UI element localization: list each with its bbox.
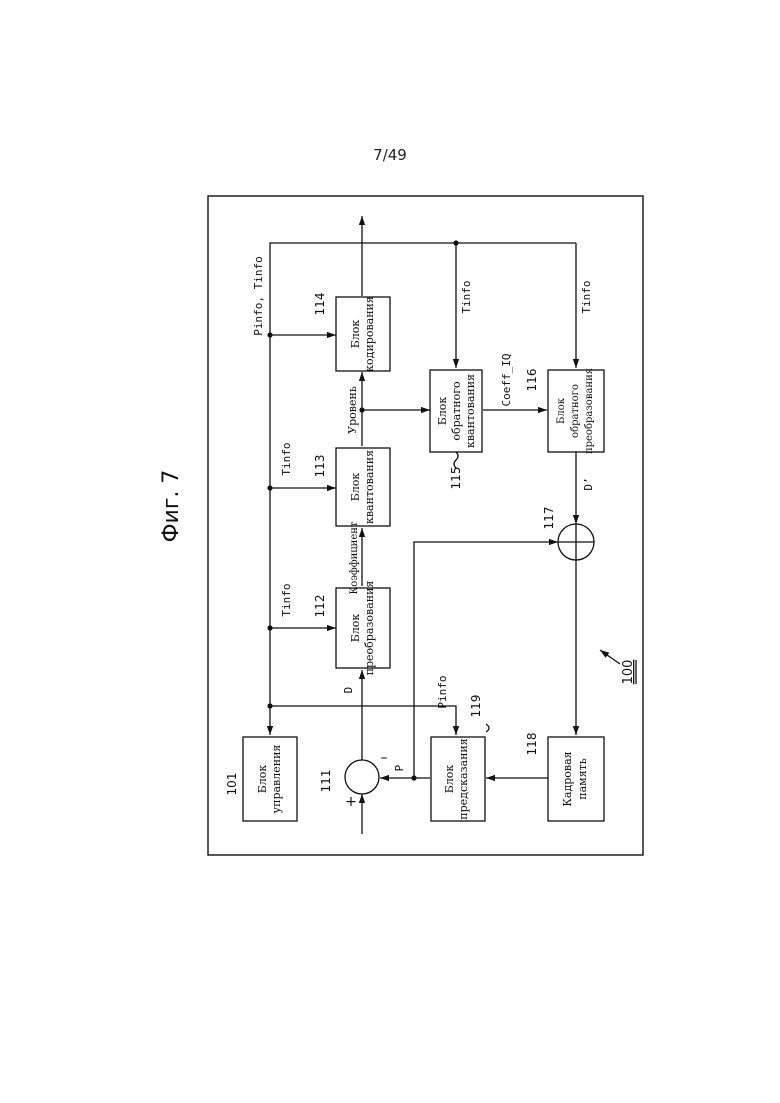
pinfo-119-line (270, 706, 456, 735)
ref-118: 118 (525, 733, 539, 756)
label-tinfo-116: Tinfo (580, 280, 593, 313)
svg-text:квантования: квантования (363, 450, 376, 524)
figure-title: Фиг. 7 (159, 470, 184, 543)
ref-116: 116 (525, 369, 539, 392)
block-prediction-119: Блок предсказания 119 (431, 695, 489, 821)
label-tinfo-115: Tinfo (460, 280, 473, 313)
ref-119: 119 (469, 695, 483, 718)
svg-text:предсказания: предсказания (457, 738, 470, 819)
svg-text:100: 100 (621, 660, 636, 685)
svg-text:обратного: обратного (570, 384, 581, 438)
svg-text:Блок: Блок (349, 614, 362, 643)
label-d-prime: D’ (582, 477, 595, 490)
svg-text:Блок: Блок (349, 320, 362, 349)
svg-text:квантования: квантования (464, 374, 477, 448)
ref-115: 115 (449, 467, 463, 490)
ref-117: 117 (542, 507, 556, 530)
label-pinfo-tinfo: Pinfo, Tinfo (252, 256, 265, 335)
svg-text:обратного: обратного (450, 381, 463, 441)
label-coeff-iq: Coeff_IQ (500, 354, 513, 407)
label-tinfo-112: Tinfo (280, 583, 293, 616)
block-encoding-114: Блок кодирования 114 (313, 293, 390, 372)
svg-text:Блок: Блок (349, 473, 362, 502)
block-inverse-quantization-115: Блок обратного квантования 115 (430, 370, 482, 489)
ref-101: 101 (225, 773, 239, 796)
svg-text:Блок: Блок (256, 765, 269, 794)
plus-sign: + (345, 794, 357, 810)
ref-112: 112 (313, 595, 327, 618)
figure-ref-100: 100 (600, 650, 636, 684)
block-quantization-113: Блок квантования 113 (313, 448, 390, 526)
svg-text:Блок: Блок (443, 765, 456, 794)
ref-113: 113 (313, 455, 327, 478)
label-level: Уровень (346, 386, 359, 434)
minus-sign: – (381, 750, 388, 766)
adder-111: 111 + – (319, 750, 388, 810)
ref-119-leader (486, 724, 489, 732)
svg-text:преобразования: преобразования (363, 581, 376, 676)
label-d: D (342, 687, 355, 694)
ref-114: 114 (313, 293, 327, 316)
adder-117: 117 (542, 507, 594, 560)
block-control-101: Блок управления 101 (225, 737, 297, 821)
label-p: P (393, 764, 406, 771)
ref-111: 111 (319, 770, 333, 793)
block-frame-memory-118: Кадровая память 118 (525, 733, 604, 821)
svg-text:кодирования: кодирования (363, 296, 376, 372)
label-pinfo-119: Pinfo (436, 675, 449, 708)
svg-text:управления: управления (270, 745, 283, 814)
svg-text:память: память (576, 758, 589, 799)
svg-text:преобразования: преобразования (584, 368, 595, 454)
ref-115-leader (454, 452, 458, 468)
svg-text:Блок: Блок (556, 397, 567, 424)
label-coeff: Коэффициент (349, 521, 360, 594)
svg-text:Блок: Блок (436, 397, 449, 426)
label-tinfo-113: Tinfo (280, 442, 293, 475)
svg-text:Кадровая: Кадровая (561, 751, 574, 806)
block-inverse-transform-116: Блок обратного преобразования 116 (525, 368, 604, 454)
